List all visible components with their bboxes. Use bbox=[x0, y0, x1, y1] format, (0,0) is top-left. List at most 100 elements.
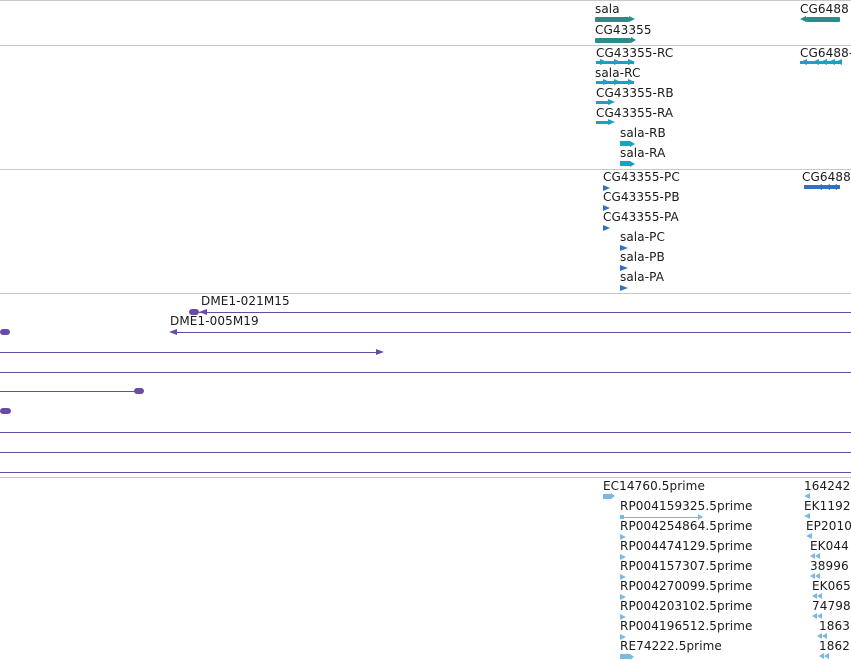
est-arrow-icon bbox=[815, 553, 820, 559]
clone-label-dme1-005m19[interactable]: DME1-005M19 bbox=[170, 314, 259, 328]
est-arrow-icon bbox=[630, 654, 634, 660]
est-feature[interactable] bbox=[620, 515, 624, 519]
transcript-feature[interactable] bbox=[596, 101, 610, 104]
cds-arrow-icon bbox=[620, 285, 628, 291]
cds-label[interactable]: CG6488 bbox=[802, 170, 851, 184]
transcript-label[interactable]: sala-RB bbox=[620, 126, 666, 140]
est-feature[interactable] bbox=[603, 494, 611, 499]
clone-end-marker bbox=[0, 329, 10, 335]
cds-label[interactable]: sala-PB bbox=[620, 250, 665, 264]
clone-feature[interactable] bbox=[0, 472, 851, 473]
clone-end-marker[interactable] bbox=[0, 408, 11, 414]
transcript-label[interactable]: sala-RC bbox=[595, 66, 641, 80]
transcript-label[interactable]: CG43355-RA bbox=[596, 106, 674, 120]
est-arrow-icon bbox=[810, 553, 815, 559]
exon-arrow-icon bbox=[630, 141, 635, 147]
cds-track: CG43355-PC CG43355-PB CG43355-PA sala-PC… bbox=[0, 170, 851, 293]
est-arrow-icon bbox=[812, 593, 817, 599]
est-arrow-icon bbox=[817, 593, 822, 599]
est-label[interactable]: RP004196512.5prime bbox=[620, 619, 753, 633]
est-label-right[interactable]: EK065 bbox=[812, 579, 851, 593]
est-arrow-icon bbox=[804, 513, 810, 519]
gene-label-cg6488[interactable]: CG6488 bbox=[800, 2, 849, 16]
gene-feature-cg43355[interactable] bbox=[595, 38, 631, 43]
cds-label[interactable]: CG43355-PC bbox=[603, 170, 680, 184]
cds-label[interactable]: CG43355-PA bbox=[603, 210, 679, 224]
est-label-right[interactable]: EK044 bbox=[810, 539, 849, 553]
clone-feature[interactable] bbox=[0, 391, 136, 392]
clone-feature[interactable] bbox=[0, 372, 851, 373]
est-arrow-icon bbox=[611, 493, 615, 499]
cds-arrow-icon bbox=[816, 184, 822, 190]
est-label-right[interactable]: EK1192 bbox=[804, 499, 851, 513]
clone-feature[interactable] bbox=[0, 452, 851, 453]
est-label[interactable]: RP004157307.5prime bbox=[620, 559, 753, 573]
clone-arrow-icon bbox=[376, 349, 384, 355]
cds-arrow-icon bbox=[603, 205, 610, 211]
clone-label-dme1-021m15[interactable]: DME1-021M15 bbox=[201, 294, 290, 308]
transcript-feature[interactable] bbox=[620, 141, 630, 146]
exon-arrow-icon bbox=[603, 79, 610, 85]
est-label-right[interactable]: 1862 bbox=[819, 639, 850, 653]
est-arrow-icon bbox=[620, 574, 626, 580]
exon-arrow-icon bbox=[800, 59, 807, 65]
gene-feature-cg6488[interactable] bbox=[806, 17, 840, 22]
transcript-label[interactable]: sala-RA bbox=[620, 146, 666, 160]
cds-label[interactable]: sala-PC bbox=[620, 230, 665, 244]
est-label-right[interactable]: 38996 bbox=[810, 559, 849, 573]
exon-arrow-icon bbox=[628, 79, 635, 85]
est-arrow-icon bbox=[812, 613, 817, 619]
est-label-right[interactable]: 1863 bbox=[819, 619, 850, 633]
clone-feature[interactable] bbox=[172, 332, 851, 333]
est-arrow-icon bbox=[620, 594, 626, 600]
est-arrow-icon bbox=[817, 613, 822, 619]
est-label[interactable]: RP004254864.5prime bbox=[620, 519, 753, 533]
exon-arrow-icon bbox=[614, 59, 621, 65]
exon-arrow-icon bbox=[628, 59, 635, 65]
exon-arrow-icon bbox=[608, 99, 615, 105]
est-label[interactable]: RP004159325.5prime bbox=[620, 499, 753, 513]
transcript-feature[interactable] bbox=[620, 161, 630, 166]
est-arrow-icon bbox=[822, 633, 827, 639]
strand-arrow-icon bbox=[629, 16, 635, 22]
cds-arrow-icon bbox=[620, 245, 628, 251]
exon-arrow-icon bbox=[614, 79, 621, 85]
cds-label[interactable]: CG43355-PB bbox=[603, 190, 680, 204]
cds-arrow-icon bbox=[603, 225, 610, 231]
gene-label-sala[interactable]: sala bbox=[595, 2, 620, 16]
exon-arrow-icon bbox=[630, 161, 635, 167]
est-label-right[interactable]: EP2010 bbox=[806, 519, 851, 533]
cds-arrow-icon bbox=[831, 184, 837, 190]
est-arrow-icon bbox=[804, 493, 810, 499]
exon-arrow-icon bbox=[600, 59, 607, 65]
cds-feature[interactable] bbox=[804, 185, 840, 189]
est-label[interactable]: RP004474129.5prime bbox=[620, 539, 753, 553]
transcript-label[interactable]: CG43355-RC bbox=[596, 46, 674, 60]
est-feature[interactable] bbox=[620, 654, 630, 659]
strand-arrow-icon bbox=[800, 16, 806, 22]
est-track: EC14760.5prime RP004159325.5prime RP0042… bbox=[0, 478, 851, 661]
est-label[interactable]: RP004270099.5prime bbox=[620, 579, 753, 593]
transcript-label[interactable]: CG6488- bbox=[800, 46, 851, 60]
est-label[interactable]: RP004203102.5prime bbox=[620, 599, 753, 613]
gene-label-cg43355[interactable]: CG43355 bbox=[595, 23, 652, 37]
est-label-right[interactable]: 74798 bbox=[812, 599, 851, 613]
transcript-feature[interactable] bbox=[596, 121, 610, 124]
gene-track: sala CG43355 CG6488 bbox=[0, 0, 851, 45]
transcript-label[interactable]: CG43355-RB bbox=[596, 86, 674, 100]
exon-arrow-icon bbox=[820, 59, 827, 65]
est-arrow-icon bbox=[806, 533, 812, 539]
cds-label[interactable]: sala-PA bbox=[620, 270, 665, 284]
track-border bbox=[0, 169, 851, 170]
clone-end-marker bbox=[189, 309, 199, 315]
clone-feature[interactable] bbox=[0, 432, 851, 433]
clone-feature[interactable] bbox=[199, 312, 851, 313]
clone-feature[interactable] bbox=[0, 352, 376, 353]
est-label-right[interactable]: 164242 bbox=[804, 479, 851, 493]
track-border bbox=[0, 45, 851, 46]
cds-arrow-icon bbox=[824, 184, 830, 190]
est-label[interactable]: EC14760.5prime bbox=[603, 479, 705, 493]
gene-feature-sala[interactable] bbox=[595, 17, 629, 22]
est-label[interactable]: RE74222.5prime bbox=[620, 639, 722, 653]
